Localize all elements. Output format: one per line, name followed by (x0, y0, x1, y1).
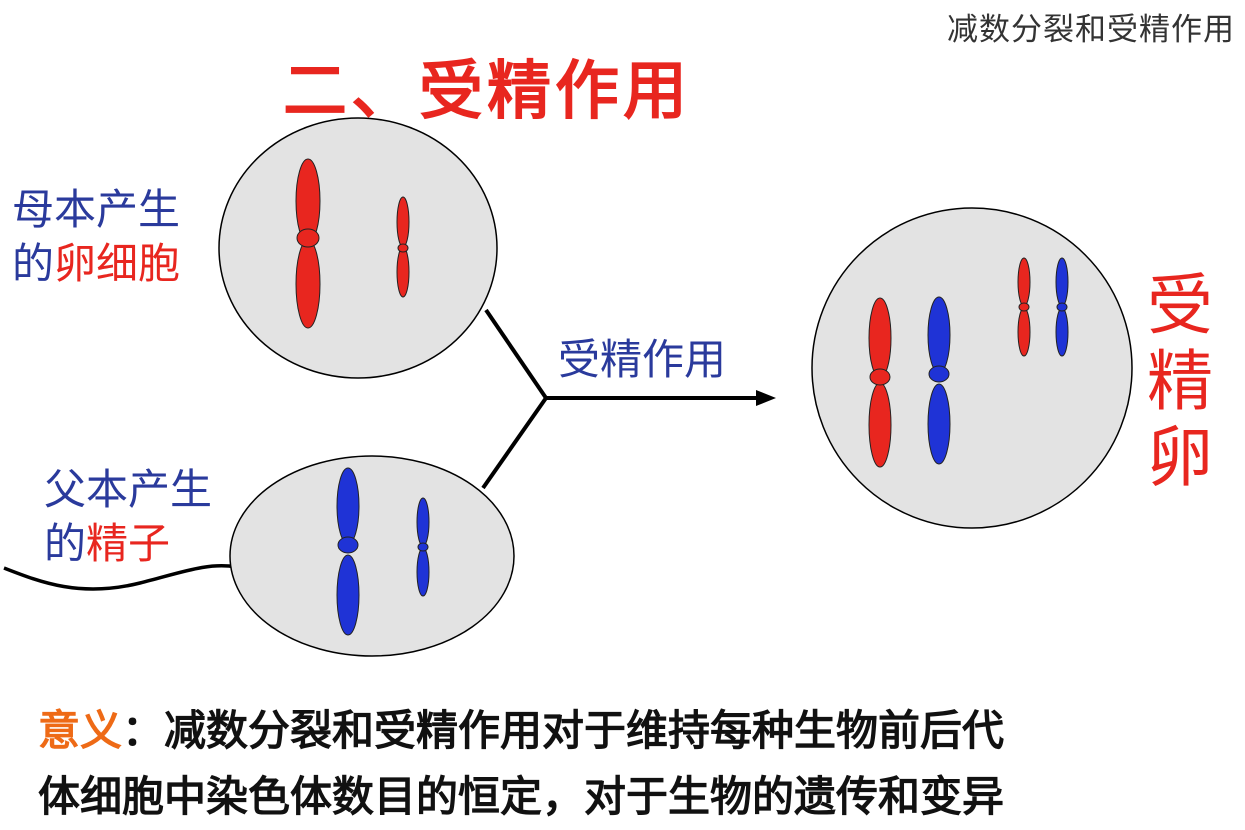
meaning-colon: ： (122, 706, 165, 755)
meaning-heading: 意义 (38, 706, 123, 755)
sperm-label: 父本产生 的精子 (44, 463, 212, 571)
zygote-label-char-3: 卵 (1147, 419, 1213, 496)
sperm-small-chromosome (416, 497, 430, 597)
zygote-cell (811, 207, 1133, 529)
egg-label-prefix: 的 (12, 239, 55, 288)
fertilization-arrow-label: 受精作用 (558, 335, 727, 384)
meaning-paragraph: 意义：减数分裂和受精作用对于维持每种生物前后代 体细胞中染色体数目的恒定，对于生… (38, 698, 1238, 830)
egg-cell (218, 117, 498, 379)
egg-large-chromosome (295, 158, 321, 329)
egg-cell-label: 母本产生 的卵细胞 (12, 183, 180, 291)
sperm-label-line1: 父本产生 (44, 465, 213, 514)
zygote-paternal-small-chromosome (1055, 257, 1069, 357)
sperm-cell (3, 455, 515, 657)
sperm-label-highlight: 精子 (86, 519, 171, 568)
sperm-large-chromosome (336, 467, 360, 636)
sperm-label-line2: 的精子 (44, 517, 212, 571)
corner-title: 减数分裂和受精作用 (947, 12, 1235, 48)
meaning-line-1: 意义：减数分裂和受精作用对于维持每种生物前后代 (38, 698, 1238, 764)
egg-label-line2: 的卵细胞 (12, 237, 180, 291)
egg-label-line1: 母本产生 (12, 185, 181, 234)
zygote-paternal-large-chromosome (927, 296, 951, 465)
egg-small-chromosome (396, 196, 410, 298)
meaning-line-2: 体细胞中染色体数目的恒定，对于生物的遗传和变异 (38, 772, 1005, 821)
zygote-label-char-2: 精 (1147, 343, 1213, 420)
zygote-maternal-small-chromosome (1017, 257, 1031, 357)
fertilization-diagram (3, 117, 1133, 657)
sperm-tail (3, 564, 237, 591)
zygote-maternal-large-chromosome (868, 297, 892, 468)
fertilization-arrow (481, 308, 776, 490)
sperm-label-prefix: 的 (44, 519, 87, 568)
zygote-label-char-1: 受 (1147, 267, 1213, 344)
slide-title: 二、受精作用 (283, 54, 691, 129)
zygote-label: 受 精 卵 (1142, 268, 1218, 496)
meaning-text-1: 减数分裂和受精作用对于维持每种生物前后代 (164, 706, 1005, 755)
egg-label-highlight: 卵细胞 (54, 239, 181, 288)
